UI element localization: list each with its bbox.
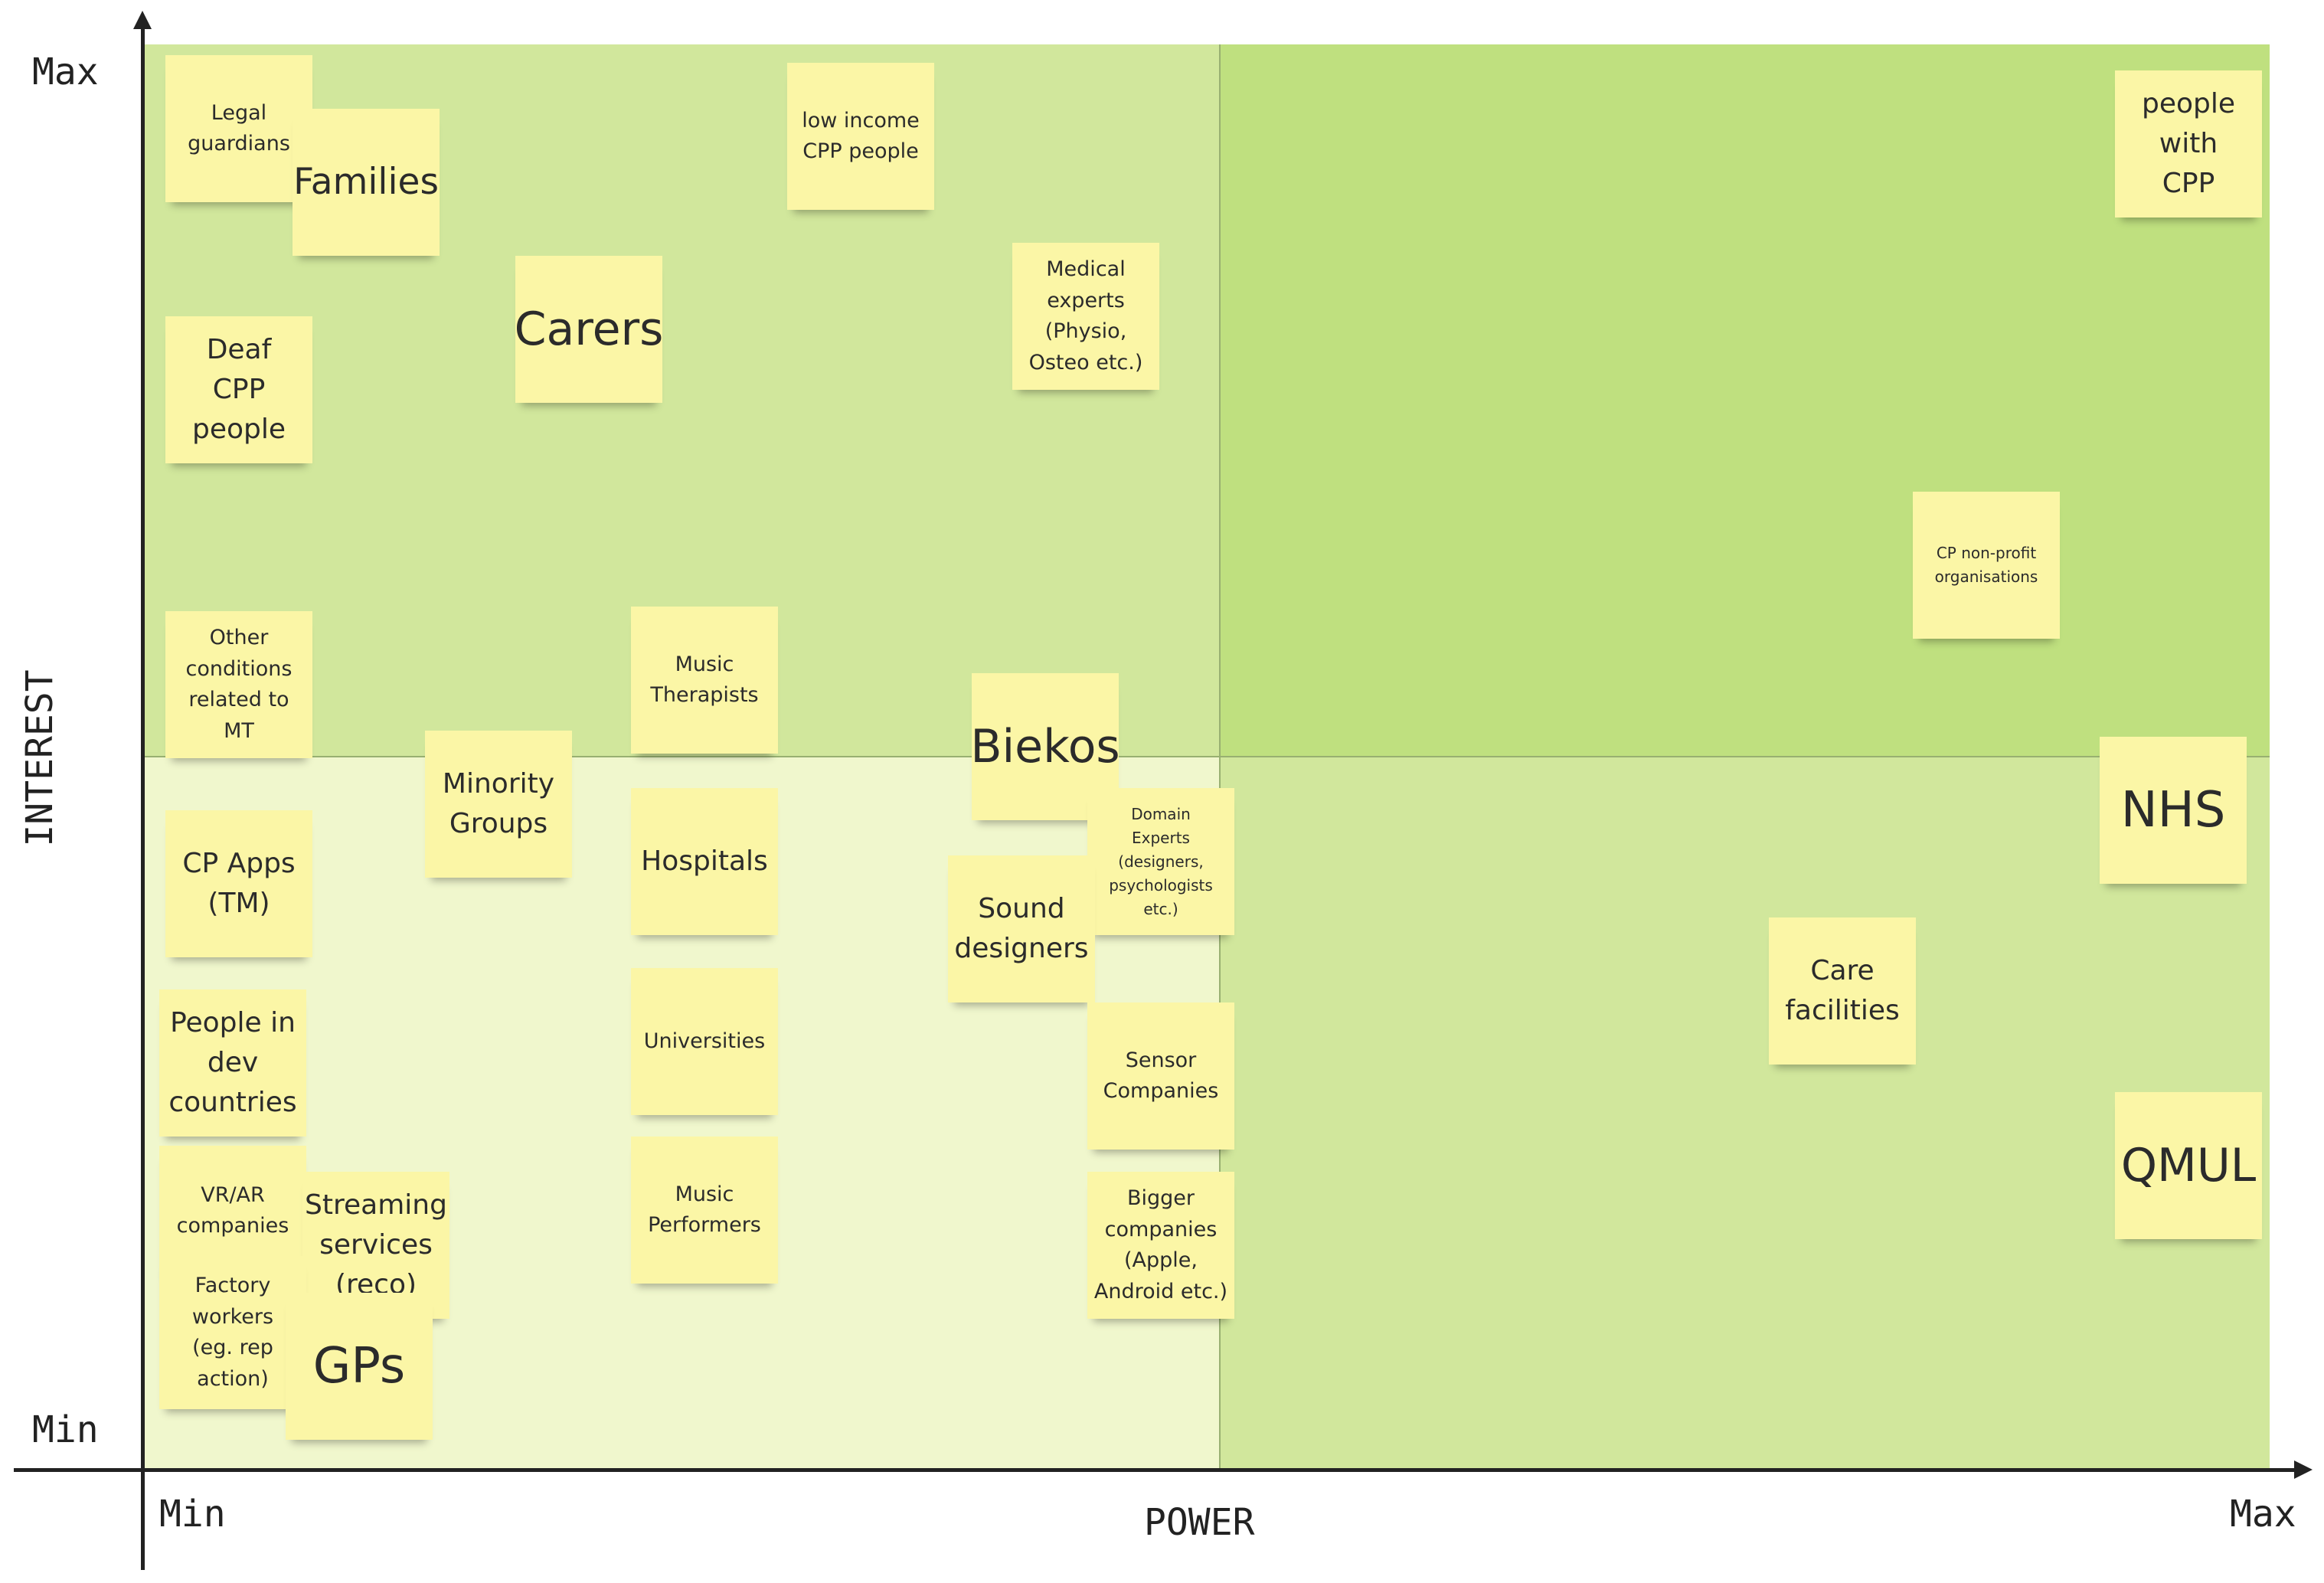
sticky-note-sound-designers[interactable]: Sound designers xyxy=(948,855,1095,1002)
sticky-note-gps[interactable]: GPs xyxy=(286,1293,433,1440)
quadrant-low-interest-high-power xyxy=(1220,757,2270,1468)
y-axis-title: INTEREST xyxy=(18,669,61,847)
x-axis-max-label: Max xyxy=(2230,1493,2296,1536)
x-axis-min-label: Min xyxy=(159,1493,226,1536)
sticky-note-hospitals[interactable]: Hospitals xyxy=(631,788,778,935)
arrow-right-icon xyxy=(2294,1460,2313,1479)
sticky-note-care-facilities[interactable]: Care facilities xyxy=(1769,917,1916,1065)
sticky-note-domain-experts[interactable]: Domain Experts (designers, psychologists… xyxy=(1087,788,1234,935)
sticky-note-factory-workers[interactable]: Factory workers (eg. rep action) xyxy=(159,1256,306,1409)
y-axis-min-label: Min xyxy=(32,1408,99,1451)
sticky-note-bigger-companies[interactable]: Bigger companies (Apple, Android etc.) xyxy=(1087,1172,1234,1319)
horizontal-divider xyxy=(142,756,2270,757)
y-axis-line xyxy=(141,21,145,1570)
sticky-note-music-therapists[interactable]: Music Therapists xyxy=(631,607,778,754)
sticky-note-qmul[interactable]: QMUL xyxy=(2115,1092,2262,1239)
sticky-note-deaf-cpp-people[interactable]: Deaf CPP people xyxy=(165,316,312,463)
sticky-note-medical-experts[interactable]: Medical experts (Physio, Osteo etc.) xyxy=(1012,243,1159,390)
y-axis-max-label: Max xyxy=(32,51,99,93)
x-axis-title: POWER xyxy=(1144,1501,1255,1544)
arrow-up-icon xyxy=(133,11,152,29)
quadrant-high-interest-high-power xyxy=(1220,44,2270,757)
sticky-note-vr-ar-companies[interactable]: VR/AR companies xyxy=(159,1146,306,1276)
sticky-note-low-income[interactable]: low income CPP people xyxy=(787,63,934,210)
sticky-note-cp-nonprofit[interactable]: CP non-profit organisations xyxy=(1913,492,2060,639)
x-axis-line xyxy=(14,1468,2299,1472)
sticky-note-cp-apps[interactable]: CP Apps (TM) xyxy=(165,810,312,957)
sticky-note-legal-guardians[interactable]: Legal guardians xyxy=(165,55,312,202)
sticky-note-other-conditions[interactable]: Other conditions related to MT xyxy=(165,611,312,758)
sticky-note-nhs[interactable]: NHS xyxy=(2100,737,2247,884)
sticky-note-universities[interactable]: Universities xyxy=(631,968,778,1115)
sticky-note-sensor-companies[interactable]: Sensor Companies xyxy=(1087,1002,1234,1150)
sticky-note-families[interactable]: Families xyxy=(293,109,440,256)
sticky-note-carers[interactable]: Carers xyxy=(515,256,662,403)
sticky-note-people-with-cpp[interactable]: people with CPP xyxy=(2115,70,2262,217)
sticky-note-people-in-dev-countries[interactable]: People in dev countries xyxy=(159,989,306,1137)
sticky-note-music-performers[interactable]: Music Performers xyxy=(631,1137,778,1284)
sticky-note-minority-groups[interactable]: Minority Groups xyxy=(425,731,572,878)
